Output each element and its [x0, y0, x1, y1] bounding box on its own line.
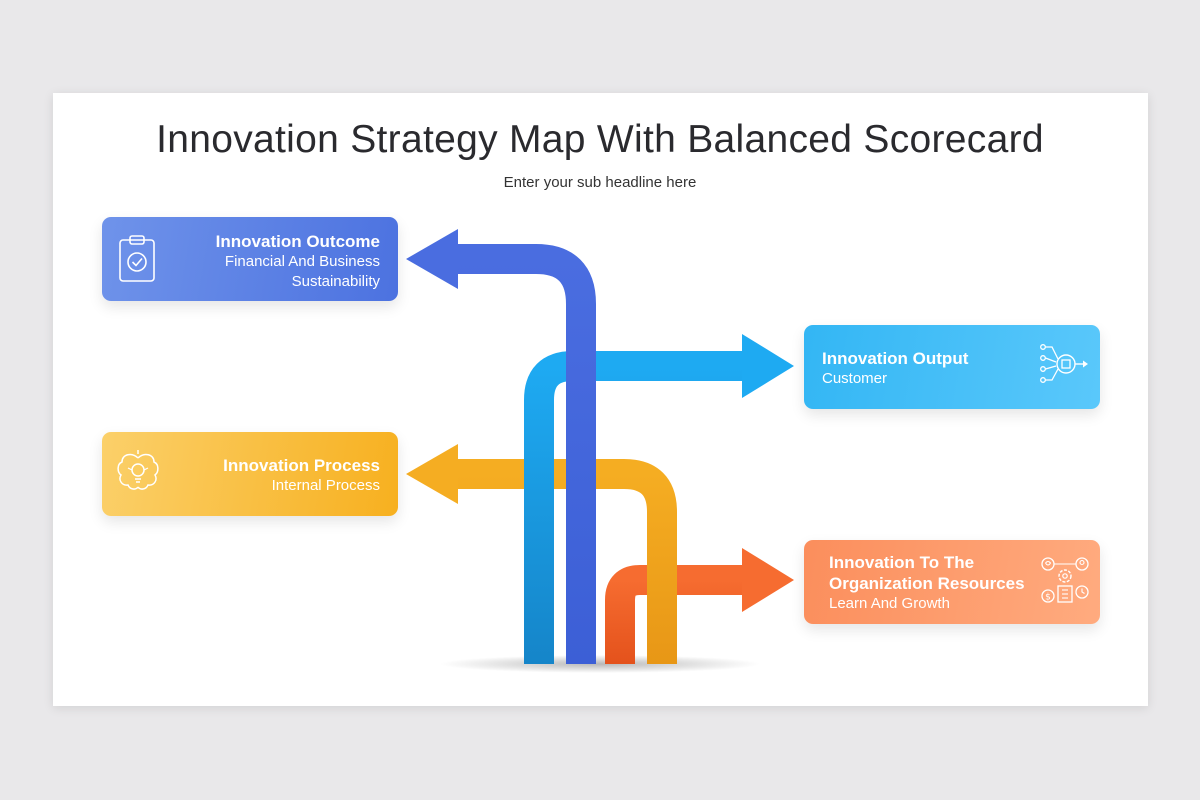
arrow-blue	[406, 229, 596, 664]
resources-network-icon: $	[1041, 557, 1089, 603]
brain-bulb-icon	[117, 450, 159, 490]
org-heading-line1: Innovation To The	[829, 553, 975, 572]
card-innovation-output: Innovation Output Customer	[804, 325, 1100, 409]
page-title: Innovation Strategy Map With Balanced Sc…	[156, 118, 1044, 161]
page-subtitle: Enter your sub headline here	[503, 174, 697, 191]
card-innovation-process: Innovation Process Internal Process	[102, 432, 398, 516]
svg-text:$: $	[1045, 593, 1051, 603]
output-line1: Customer	[822, 370, 888, 387]
card-innovation-outcome: Innovation Outcome Financial And Busines…	[102, 217, 398, 301]
org-line1: Learn And Growth	[829, 595, 950, 612]
outcome-line1: Financial And Business	[224, 253, 380, 270]
circuit-chip-icon	[1040, 344, 1088, 383]
arrow-orange	[605, 548, 794, 664]
outcome-heading: Innovation Outcome	[215, 232, 380, 251]
arrow-amber	[406, 444, 677, 664]
clipboard-check-icon	[119, 235, 155, 282]
card-innovation-organization-resources: Innovation To The Organization Resources…	[804, 540, 1100, 624]
org-heading-line2: Organization Resources	[829, 574, 1025, 593]
ground-shadow	[440, 655, 760, 673]
outcome-line2: Sustainability	[291, 273, 380, 290]
output-heading: Innovation Output	[822, 349, 969, 368]
process-heading: Innovation Process	[223, 456, 380, 475]
process-line1: Internal Process	[271, 477, 380, 494]
